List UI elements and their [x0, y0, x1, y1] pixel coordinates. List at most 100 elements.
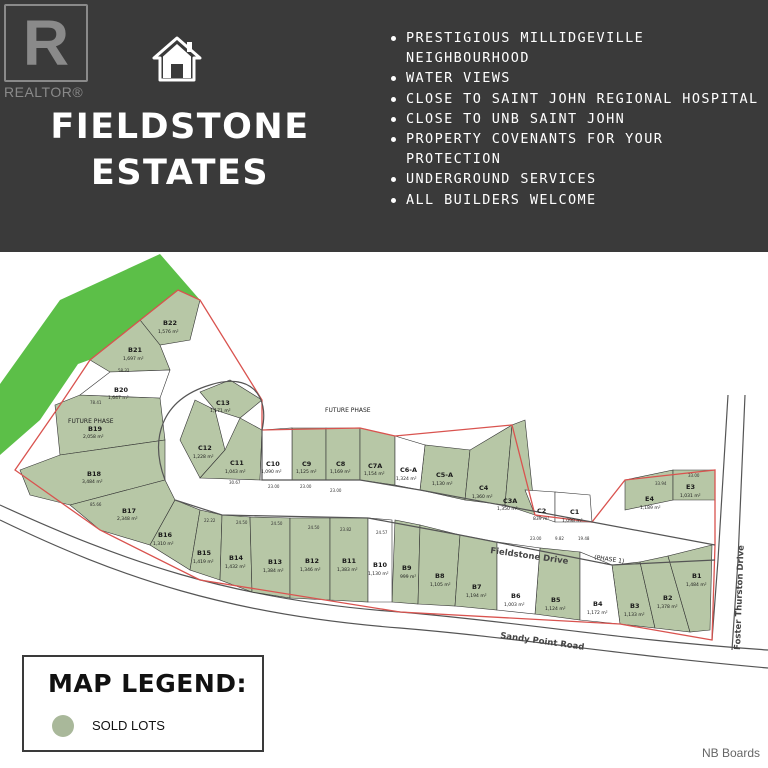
lot-area: 1,130 m² — [432, 481, 453, 487]
lot-label: C5-A — [436, 471, 453, 479]
subdivision-boundary — [14, 289, 716, 641]
road-label-fieldstone-phase: (PHASE 1) — [594, 554, 625, 565]
lot-area: 1,031 m² — [680, 493, 701, 499]
lot-label: B9 — [402, 564, 412, 572]
lot-label: C1 — [570, 508, 580, 516]
lot-B8 — [417, 524, 461, 607]
lot-label: B11 — [342, 557, 356, 565]
lot-label: C4 — [479, 484, 489, 492]
lot-area: 3,484 m² — [82, 479, 103, 485]
road-label-sandy-point: Sandy Point Road — [500, 631, 585, 653]
future-phase-label-top: FUTURE PHASE — [325, 407, 371, 414]
lot-area: 1,484 m² — [686, 582, 707, 588]
lot-area: 1,105 m² — [430, 582, 451, 588]
lot-label: C11 — [230, 459, 244, 467]
lot-area: 1,378 m² — [657, 604, 678, 610]
lot-area: 2,058 m² — [83, 434, 104, 440]
lot-B10 — [367, 517, 393, 603]
feature-item: PRESTIGIOUS MILLIDGEVILLE NEIGHBOURHOOD — [388, 28, 763, 68]
house-icon — [152, 36, 202, 82]
lot-label: B2 — [663, 594, 672, 602]
dim-label: 30.67 — [229, 480, 241, 485]
lot-label: B8 — [435, 572, 445, 580]
legend-item-sold-lots: SOLD LOTS — [92, 718, 165, 733]
lot-area: 1,310 m² — [153, 541, 174, 547]
lot-area: 1,647 m² — [108, 395, 129, 401]
lot-labels: B22 1,576 m² B21 1,697 m² B20 1,647 m² B… — [82, 319, 707, 618]
dim-label: 23.00 — [330, 488, 342, 493]
sold-lots-layer — [19, 289, 716, 633]
page-title: FIELDSTONE ESTATES — [40, 104, 320, 196]
dim-label: 24.50 — [308, 525, 320, 530]
dim-label: 24.50 — [271, 521, 283, 526]
lot-label: B7 — [472, 583, 481, 591]
lot-area: 1,360 m² — [472, 494, 493, 500]
lot-label: B4 — [593, 600, 603, 608]
fieldstone-drive — [158, 380, 716, 546]
fieldstone-drive-edge — [174, 499, 716, 566]
lot-label: B14 — [229, 554, 243, 562]
lot-area: 1,043 m² — [225, 469, 246, 475]
lot-label: B12 — [305, 557, 319, 565]
lot-B9 — [391, 519, 421, 605]
road-label-foster-thurston: Foster Thurston Drive — [733, 545, 747, 650]
sandy-point-road-edge — [0, 519, 768, 669]
lot-label: B16 — [158, 531, 172, 539]
legend-title: MAP LEGEND: — [48, 669, 248, 698]
dim-label: 22.22 — [204, 518, 216, 523]
dim-label: 33.00 — [688, 473, 700, 478]
lot-label: C9 — [302, 460, 312, 468]
lot-area: 1,171 m² — [210, 408, 231, 414]
lot-label: E3 — [686, 483, 695, 491]
lot-area: 1,419 m² — [193, 559, 214, 565]
feature-item: UNDERGROUND SERVICES — [388, 169, 763, 189]
feature-item: CLOSE TO SAINT JOHN REGIONAL HOSPITAL — [388, 89, 763, 109]
lot-B6 — [496, 541, 541, 615]
realtor-logo-word: REALTOR® — [4, 84, 84, 100]
lot-area: 1,194 m² — [466, 593, 487, 599]
title-line-2: ESTATES — [90, 153, 270, 193]
lot-area: 1,130 m² — [368, 571, 389, 577]
map-canvas: B22 1,576 m² B21 1,697 m² B20 1,647 m² B… — [0, 254, 768, 669]
map-legend: MAP LEGEND: SOLD LOTS — [22, 655, 264, 752]
future-phase-label-left: FUTURE PHASE — [68, 418, 114, 425]
lot-C1 — [554, 491, 593, 523]
lot-area: 1,432 m² — [225, 564, 246, 570]
lot-label: C13 — [216, 399, 230, 407]
available-lots-layer — [79, 369, 621, 625]
lot-area: 1,098 m² — [562, 518, 583, 524]
lot-label: C8 — [336, 460, 346, 468]
lot-C11 — [199, 417, 263, 481]
dim-label: 23.00 — [268, 484, 280, 489]
lot-label: C2 — [537, 507, 546, 515]
feature-item: PROPERTY COVENANTS FOR YOUR PROTECTION — [388, 129, 763, 169]
lot-label: C7A — [368, 462, 382, 470]
lot-area: 1,350 m² — [497, 506, 518, 512]
feature-item: CLOSE TO UNB SAINT JOHN — [388, 109, 763, 129]
lot-C12 — [179, 399, 226, 479]
lot-label: B19 — [88, 425, 102, 433]
lot-area: 1,154 m² — [364, 471, 385, 477]
lot-label: B15 — [197, 549, 211, 557]
lot-label: B5 — [551, 596, 561, 604]
lot-label: C10 — [266, 460, 280, 468]
dim-label: 58.32 — [118, 368, 130, 373]
lot-C4 — [464, 424, 513, 506]
sold-lots-swatch — [52, 715, 74, 737]
lot-label: B6 — [511, 592, 521, 600]
lot-B19 — [54, 394, 166, 456]
lot-label: C3A — [503, 497, 517, 505]
lot-area: 1,576 m² — [158, 329, 179, 335]
header-banner: R REALTOR® FIELDSTONE ESTATES PRESTIGIOU… — [0, 0, 768, 252]
lot-area: 1,169 m² — [330, 469, 351, 475]
dimension-labels: 33.94 33.00 23.00 23.00 23.00 24.50 24.5… — [90, 368, 700, 541]
realtor-logo[interactable]: R REALTOR® — [0, 0, 90, 108]
dim-label: 24.57 — [376, 530, 388, 535]
dim-label: 85.66 — [90, 502, 102, 507]
dim-label: 9.82 — [555, 536, 564, 541]
lot-area: 1,124 m² — [545, 606, 566, 612]
lot-area: 1,383 m² — [337, 567, 358, 573]
lot-label: B22 — [163, 319, 177, 327]
dim-label: 23.00 — [530, 536, 542, 541]
lot-area: 1,228 m² — [193, 454, 214, 460]
